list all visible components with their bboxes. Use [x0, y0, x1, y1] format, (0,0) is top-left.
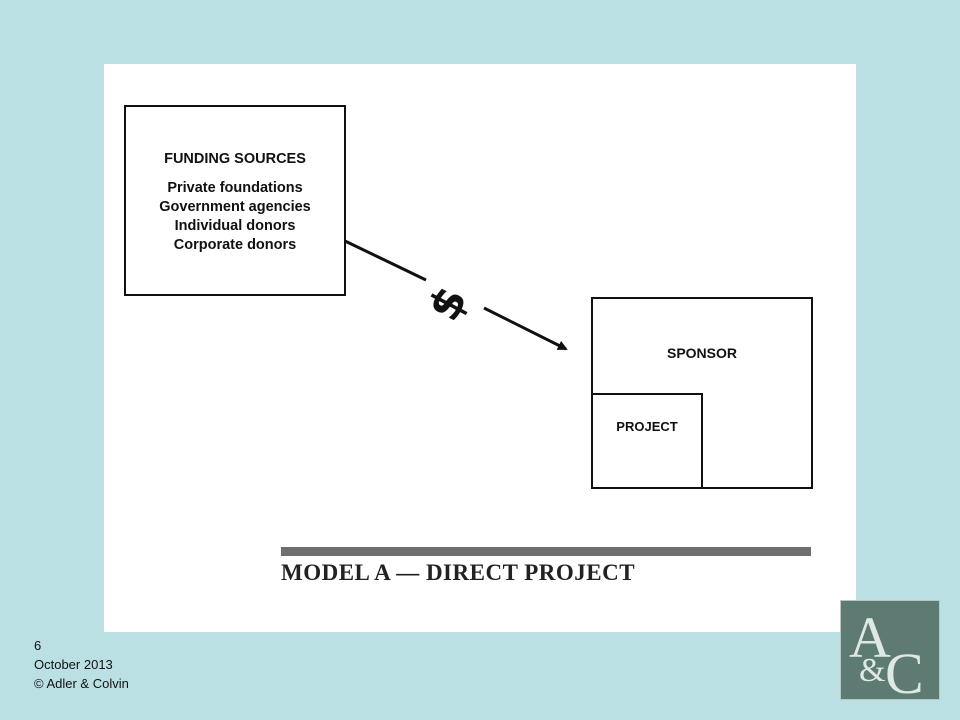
logo-ampersand: & [859, 652, 885, 689]
logo-monogram-icon: A & C [849, 605, 924, 699]
model-title: MODEL A — DIRECT PROJECT [281, 560, 636, 585]
arrow-line-start [344, 239, 427, 282]
logo-letter-a: A [849, 605, 891, 670]
project-label: PROJECT [616, 419, 678, 434]
funding-sources-list: Private foundations Government agencies … [126, 179, 344, 255]
adler-colvin-logo: A & C [840, 600, 940, 700]
project-box: PROJECT [591, 393, 703, 489]
slide-date: October 2013 [34, 657, 113, 672]
list-item: Private foundations [167, 180, 303, 196]
model-title-rule [281, 547, 811, 556]
arrow-line-end [483, 306, 568, 351]
list-item: Individual donors [174, 218, 296, 234]
flow-arrow: $ [344, 239, 568, 351]
dollar-sign-icon: $ [418, 278, 477, 329]
list-item: Corporate donors [173, 237, 297, 253]
sponsor-label: SPONSOR [666, 345, 737, 361]
list-item: Government agencies [159, 199, 311, 215]
funding-sources-title: FUNDING SOURCES [164, 151, 306, 167]
logo-letter-c: C [885, 641, 924, 699]
copyright-notice: © Adler & Colvin [34, 676, 129, 691]
diagram-image: $ FUNDING SOURCES Private foundations Go… [104, 64, 856, 632]
sponsor-box: SPONSOR PROJECT [591, 297, 813, 489]
funding-sources-box: FUNDING SOURCES Private foundations Gove… [124, 105, 346, 296]
slide-number: 6 [34, 638, 42, 653]
slide-footer: 6 October 2013 © Adler & Colvin [34, 636, 129, 693]
